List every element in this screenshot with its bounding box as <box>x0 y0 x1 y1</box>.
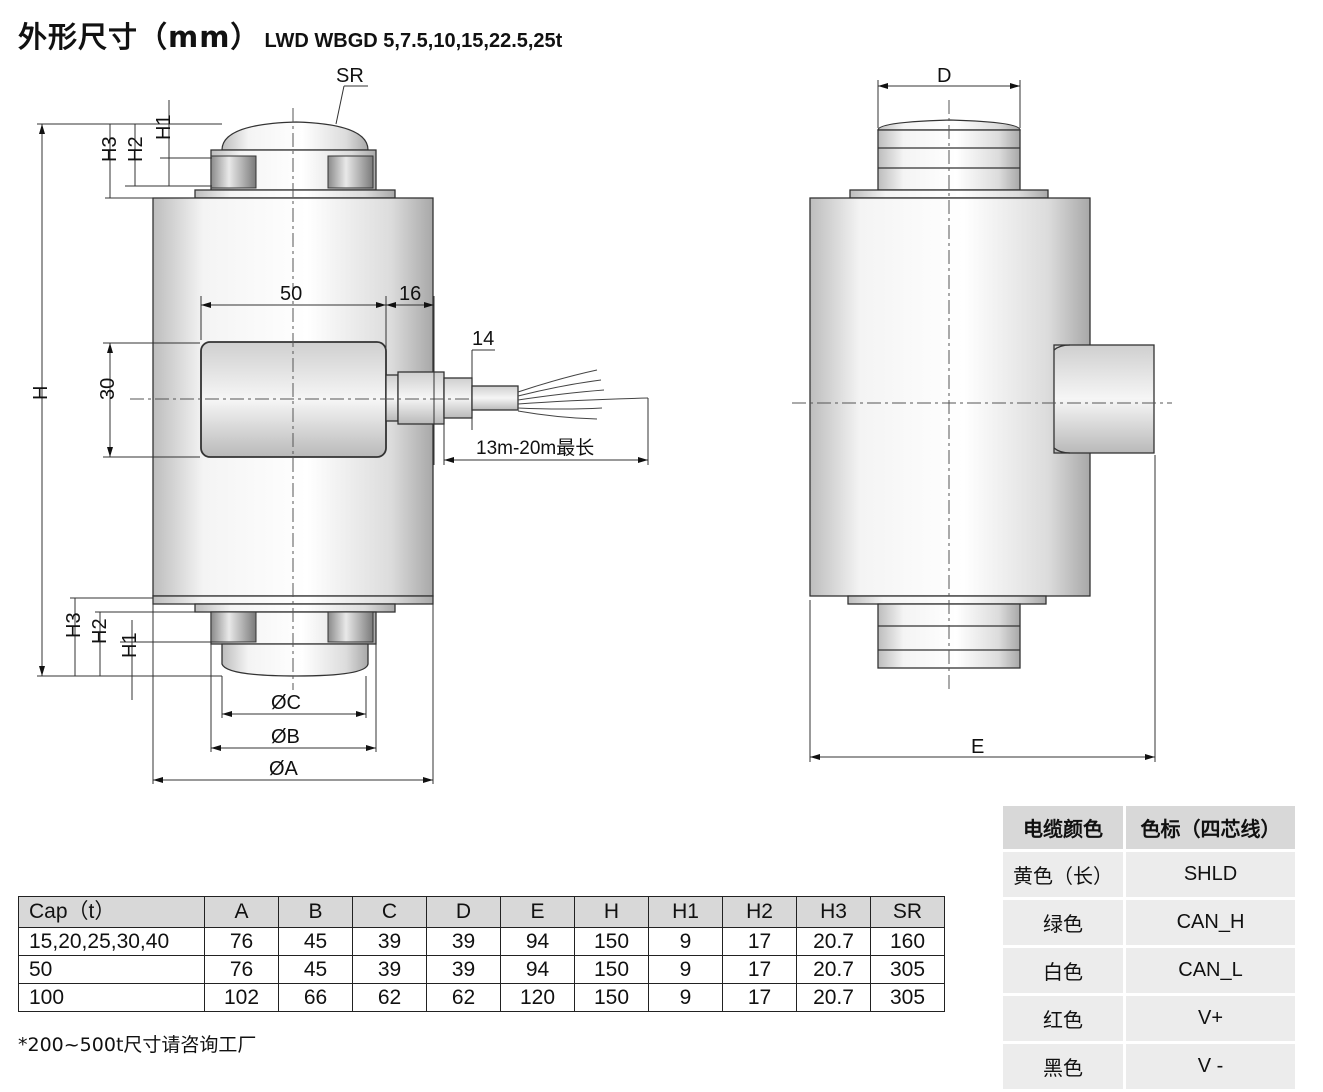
table-cell: 94 <box>500 955 575 984</box>
table-cell: 120 <box>500 983 575 1012</box>
table-cell: 62 <box>352 983 427 1012</box>
table-cell: 76 <box>204 927 279 956</box>
table-row: 100 102 66 62 62 120 150 9 17 20.7 305 <box>18 983 945 1012</box>
wire-color: 绿色 <box>1003 900 1123 945</box>
label-dia-a: ØA <box>269 758 299 780</box>
table-cell: 17 <box>722 955 797 984</box>
wire-signal: CAN_H <box>1123 900 1295 945</box>
wire-color: 黑色 <box>1003 1044 1123 1089</box>
wire-table-header: 电缆颜色 色标（四芯线） <box>1003 806 1295 849</box>
col-h3: H3 <box>796 896 871 928</box>
col-h2: H2 <box>722 896 797 928</box>
col-cap: Cap（t） <box>18 896 205 928</box>
dimension-table-header: Cap（t） A B C D E H H1 H2 H3 SR <box>18 896 945 928</box>
table-cell: 39 <box>426 955 501 984</box>
table-cell: 150 <box>574 983 649 1012</box>
title-main: 外形尺寸（mm） <box>18 20 261 54</box>
table-cell: 9 <box>648 983 723 1012</box>
col-h: H <box>574 896 649 928</box>
table-cell: 305 <box>870 955 945 984</box>
label-h1-top: H1 <box>153 114 175 140</box>
table-row: 黄色（长） SHLD <box>1003 852 1295 897</box>
wire-signal: V+ <box>1123 996 1295 1041</box>
cable-gland <box>385 374 399 422</box>
col-color-code: 色标（四芯线） <box>1123 806 1295 849</box>
table-row: 绿色 CAN_H <box>1003 900 1295 945</box>
col-e: E <box>500 896 575 928</box>
table-cell: 62 <box>426 983 501 1012</box>
table-cell: 150 <box>574 955 649 984</box>
label-14: 14 <box>472 328 494 350</box>
col-a: A <box>204 896 279 928</box>
table-cell: 94 <box>500 927 575 956</box>
wire-color: 黄色（长） <box>1003 852 1123 897</box>
table-cell: 9 <box>648 955 723 984</box>
label-h3-bottom: H3 <box>63 612 85 638</box>
label-e: E <box>971 736 984 758</box>
label-h2-top: H2 <box>125 136 147 162</box>
col-d: D <box>426 896 501 928</box>
table-row: 红色 V+ <box>1003 996 1295 1041</box>
dimension-table: Cap（t） A B C D E H H1 H2 H3 SR 15,20,25,… <box>18 896 945 1012</box>
table-cell: 45 <box>278 955 353 984</box>
table-cell: 17 <box>722 927 797 956</box>
label-dia-b: ØB <box>271 726 300 748</box>
wire-signal: CAN_L <box>1123 948 1295 993</box>
label-d: D <box>937 65 951 87</box>
table-cell: 9 <box>648 927 723 956</box>
col-b: B <box>278 896 353 928</box>
col-h1: H1 <box>648 896 723 928</box>
footnote: *200~500t尺寸请咨询工厂 <box>18 1034 257 1056</box>
table-cell: 20.7 <box>796 955 871 984</box>
col-cable-color: 电缆颜色 <box>1003 806 1123 849</box>
table-cell: 20.7 <box>796 927 871 956</box>
label-h3-top: H3 <box>99 136 121 162</box>
table-cell: 17 <box>722 983 797 1012</box>
table-cell: 305 <box>870 983 945 1012</box>
table-cell: 50 <box>18 955 205 984</box>
table-cell: 66 <box>278 983 353 1012</box>
wire-signal: V - <box>1123 1044 1295 1089</box>
bottom-dome <box>221 643 369 677</box>
table-row: 50 76 45 39 39 94 150 9 17 20.7 305 <box>18 955 945 984</box>
label-h2-bottom: H2 <box>89 618 111 644</box>
table-row: 黑色 V - <box>1003 1044 1295 1089</box>
label-h1-bottom: H1 <box>119 632 141 658</box>
label-16: 16 <box>399 283 421 305</box>
dimension-drawing: SR H H1 H2 H3 H3 H2 H1 30 50 16 14 13m-2… <box>30 65 1172 784</box>
wire-signal: SHLD <box>1123 852 1295 897</box>
side-view <box>809 119 1155 669</box>
table-cell: 102 <box>204 983 279 1012</box>
table-cell: 150 <box>574 927 649 956</box>
table-cell: 160 <box>870 927 945 956</box>
table-cell: 39 <box>426 927 501 956</box>
load-cell-body-side <box>809 197 1091 597</box>
table-row: 白色 CAN_L <box>1003 948 1295 993</box>
col-c: C <box>352 896 427 928</box>
cable-wires <box>517 369 649 420</box>
table-cell: 39 <box>352 955 427 984</box>
wire-color: 白色 <box>1003 948 1123 993</box>
wire-color: 红色 <box>1003 996 1123 1041</box>
table-cell: 100 <box>18 983 205 1012</box>
table-cell: 15,20,25,30,40 <box>18 927 205 956</box>
side-boss <box>1053 344 1155 454</box>
table-cell: 20.7 <box>796 983 871 1012</box>
label-50: 50 <box>280 283 302 305</box>
label-sr: SR <box>336 65 364 87</box>
table-cell: 45 <box>278 927 353 956</box>
top-dome <box>221 121 369 151</box>
label-h: H <box>30 386 52 400</box>
title-model-list: LWD WBGD 5,7.5,10,15,22.5,25t <box>264 30 563 52</box>
table-cell: 76 <box>204 955 279 984</box>
label-30: 30 <box>97 378 119 400</box>
col-sr: SR <box>870 896 945 928</box>
table-row: 15,20,25,30,40 76 45 39 39 94 150 9 17 2… <box>18 927 945 956</box>
page-title: 外形尺寸（mm）LWD WBGD 5,7.5,10,15,22.5,25t <box>18 14 562 54</box>
label-cable-length: 13m-20m最长 <box>476 437 594 459</box>
label-dia-c: ØC <box>271 692 301 714</box>
wire-color-table: 电缆颜色 色标（四芯线） 黄色（长） SHLD 绿色 CAN_H 白色 CAN_… <box>1003 803 1295 1092</box>
table-cell: 39 <box>352 927 427 956</box>
